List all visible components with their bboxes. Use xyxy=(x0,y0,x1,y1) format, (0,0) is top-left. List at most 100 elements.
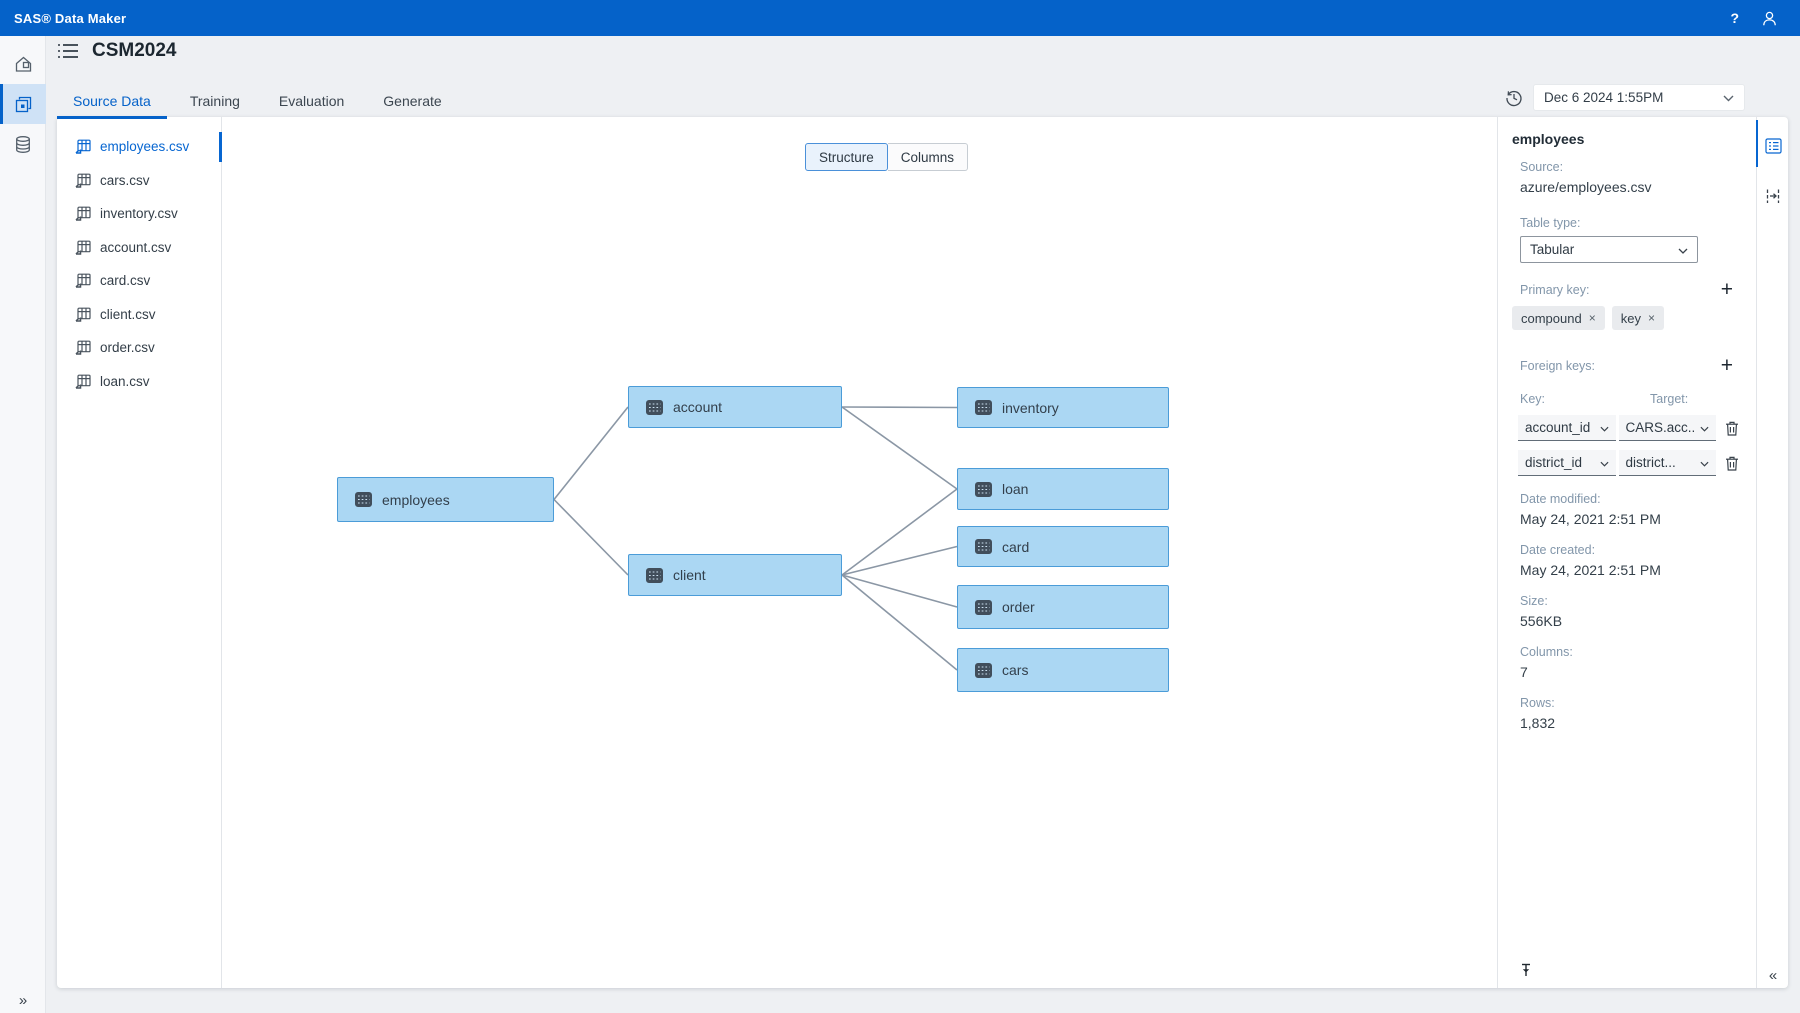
source-value: azure/employees.csv xyxy=(1520,179,1652,195)
table-metadata: Date modified: May 24, 2021 2:51 PM Date… xyxy=(1512,492,1739,731)
view-toggle-option[interactable]: Columns xyxy=(887,143,969,171)
fk-key-dropdown[interactable]: account_id xyxy=(1518,415,1616,441)
metadata-item: Rows: 1,832 xyxy=(1512,696,1739,731)
tab[interactable]: Training xyxy=(174,84,256,117)
fk-key-value: district_id xyxy=(1525,455,1583,470)
remove-chip-icon[interactable]: × xyxy=(1647,311,1655,325)
file-list-item[interactable]: card.csv xyxy=(57,264,221,298)
foreign-keys-label: Foreign keys: xyxy=(1520,359,1596,373)
table-node-label: order xyxy=(1002,599,1035,615)
top-app-bar: SAS® Data Maker ? xyxy=(0,0,1800,36)
file-list-item[interactable]: account.csv xyxy=(57,231,221,265)
file-list-item[interactable]: cars.csv xyxy=(57,164,221,198)
nav-home-icon[interactable] xyxy=(0,44,46,84)
table-node-order[interactable]: order xyxy=(957,585,1169,629)
table-node-inventory[interactable]: inventory xyxy=(957,387,1169,428)
fk-target-column-label: Target: xyxy=(1650,392,1689,406)
tab-label: Training xyxy=(189,92,240,109)
nav-data-icon[interactable] xyxy=(0,124,46,164)
tab[interactable]: Generate xyxy=(367,84,457,117)
file-name: cars.csv xyxy=(100,172,150,188)
table-node-label: inventory xyxy=(1002,399,1059,416)
page-title: CSM2024 xyxy=(92,40,177,61)
view-toggle-option[interactable]: Structure xyxy=(805,143,888,171)
table-type-value: Tabular xyxy=(1530,242,1575,257)
table-type-dropdown[interactable]: Tabular xyxy=(1520,236,1698,263)
table-details-panel: employees Source: azure/employees.csv Ta… xyxy=(1497,117,1755,988)
file-list-item[interactable]: employees.csv xyxy=(57,130,222,164)
model-mapping-icon[interactable] xyxy=(1757,179,1789,213)
foreign-key-row: account_id CARS.acc.. xyxy=(1518,415,1739,441)
snapshot-dropdown[interactable]: Dec 6 2024 1:55PM xyxy=(1533,84,1745,111)
fk-target-value: CARS.acc.. xyxy=(1625,420,1696,435)
file-name: employees.csv xyxy=(100,139,190,155)
add-primary-key-button[interactable]: + xyxy=(1720,278,1733,301)
expand-rail-button[interactable]: » xyxy=(18,992,28,1009)
nav-projects-icon[interactable] xyxy=(0,84,46,124)
help-button[interactable]: ? xyxy=(1730,10,1739,26)
user-account-icon[interactable] xyxy=(1761,10,1778,27)
properties-panel-icon[interactable] xyxy=(1757,129,1789,163)
file-list-item[interactable]: loan.csv xyxy=(57,365,221,399)
table-node-label: loan xyxy=(1002,481,1029,497)
view-toggle-label: Columns xyxy=(900,149,955,165)
history-icon[interactable] xyxy=(1505,89,1523,107)
fk-target-dropdown[interactable]: district... xyxy=(1618,450,1716,476)
project-menu-icon[interactable] xyxy=(57,42,79,60)
chevron-down-icon xyxy=(1599,420,1609,435)
table-file-icon xyxy=(75,206,91,221)
remove-chip-icon[interactable]: × xyxy=(1588,311,1596,325)
metadata-label: Date created: xyxy=(1520,543,1596,557)
metadata-value: 556KB xyxy=(1520,613,1563,629)
right-tool-strip: « xyxy=(1756,117,1788,988)
table-file-icon xyxy=(75,139,91,154)
table-node-employees[interactable]: employees xyxy=(337,477,554,522)
key-chip-label: compound xyxy=(1521,310,1582,326)
metadata-item: Columns: 7 xyxy=(1512,645,1739,680)
metadata-label: Date modified: xyxy=(1520,492,1601,506)
fk-target-value: district... xyxy=(1625,455,1676,470)
collapse-panel-button[interactable]: « xyxy=(1768,967,1778,984)
delete-foreign-key-icon[interactable] xyxy=(1725,421,1739,436)
metadata-item: Size: 556KB xyxy=(1512,594,1739,629)
file-list-item[interactable]: client.csv xyxy=(57,298,221,332)
table-file-icon xyxy=(75,374,91,389)
file-name: client.csv xyxy=(100,306,156,322)
fk-target-dropdown[interactable]: CARS.acc.. xyxy=(1618,415,1716,441)
tab[interactable]: Evaluation xyxy=(263,84,360,117)
table-node-card[interactable]: card xyxy=(957,526,1169,567)
delete-foreign-key-icon[interactable] xyxy=(1725,456,1739,471)
chevron-down-icon xyxy=(1723,90,1734,105)
table-node-loan[interactable]: loan xyxy=(957,468,1169,510)
file-list-item[interactable]: order.csv xyxy=(57,331,221,365)
pin-panel-icon[interactable] xyxy=(1520,963,1532,977)
key-chip: compound × xyxy=(1512,306,1605,330)
table-node-cars[interactable]: cars xyxy=(957,648,1169,692)
metadata-label: Rows: xyxy=(1520,696,1555,710)
metadata-value: May 24, 2021 2:51 PM xyxy=(1520,511,1661,527)
table-grid-icon xyxy=(975,662,992,678)
snapshot-value: Dec 6 2024 1:55PM xyxy=(1544,90,1664,105)
fk-key-column-label: Key: xyxy=(1520,392,1546,406)
source-file-list: employees.csv cars.csv inventory xyxy=(57,117,222,988)
file-name: card.csv xyxy=(100,273,151,289)
file-list-item[interactable]: inventory.csv xyxy=(57,197,221,231)
key-chip: key × xyxy=(1611,306,1664,330)
file-name: account.csv xyxy=(100,239,172,255)
add-foreign-key-button[interactable]: + xyxy=(1720,354,1733,377)
details-title: employees xyxy=(1512,131,1585,147)
chevron-down-icon xyxy=(1599,455,1609,470)
table-node-client[interactable]: client xyxy=(628,554,842,596)
chevron-down-icon xyxy=(1678,242,1688,257)
table-type-label: Table type: xyxy=(1520,216,1581,230)
table-grid-icon xyxy=(646,567,663,583)
fk-key-dropdown[interactable]: district_id xyxy=(1518,450,1616,476)
metadata-value: 1,832 xyxy=(1520,715,1556,731)
file-name: order.csv xyxy=(100,340,155,356)
app-title: SAS® Data Maker xyxy=(14,10,127,26)
tab[interactable]: Source Data xyxy=(57,84,167,119)
table-node-account[interactable]: account xyxy=(628,386,842,428)
table-node-label: cars xyxy=(1002,662,1029,678)
file-name: loan.csv xyxy=(100,373,150,389)
tab-label: Generate xyxy=(383,92,442,109)
